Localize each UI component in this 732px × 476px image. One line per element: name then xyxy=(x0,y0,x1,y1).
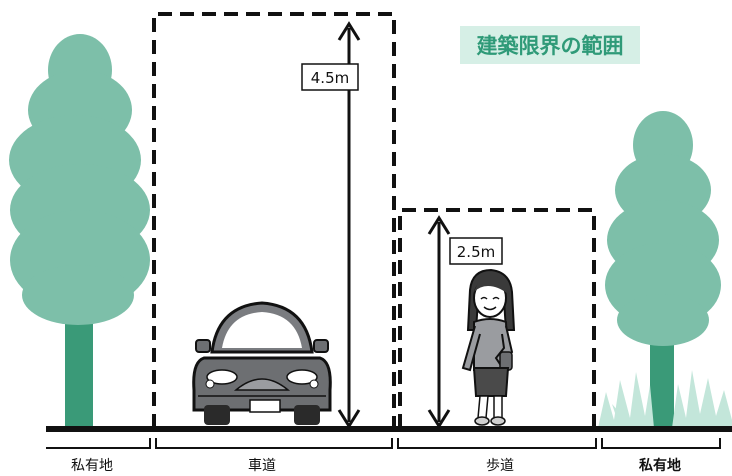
zone-label-private-right: 私有地 xyxy=(639,457,681,474)
zone-bracket-roadway xyxy=(155,438,393,449)
tree-icon xyxy=(9,34,150,428)
roadway-clearance-box xyxy=(152,12,396,428)
title-badge: 建築限界の範囲 xyxy=(460,26,640,64)
svg-text:4.5m: 4.5m xyxy=(311,69,349,87)
zone-bracket-sidewalk xyxy=(397,438,597,449)
double-arrow-icon xyxy=(427,215,451,429)
sidewalk-clearance-box xyxy=(398,208,596,428)
zone-label-private-left: 私有地 xyxy=(71,458,113,474)
sidewalk-height-label: 2.5m xyxy=(449,237,503,265)
roadway-height-label: 4.5m xyxy=(301,63,359,91)
diagram-title: 建築限界の範囲 xyxy=(477,34,624,58)
zone-bracket-private-right xyxy=(601,438,721,449)
svg-text:2.5m: 2.5m xyxy=(457,243,495,261)
grass-icon xyxy=(598,370,732,428)
zone-label-roadway: 車道 xyxy=(248,457,276,474)
tree-icon xyxy=(605,111,721,428)
zone-brackets xyxy=(46,438,721,449)
zone-bracket-private-left xyxy=(46,438,151,449)
pedestrian-icon xyxy=(461,268,516,426)
ground-line xyxy=(46,426,732,432)
car-icon xyxy=(192,301,332,425)
zone-label-sidewalk: 歩道 xyxy=(486,458,514,474)
